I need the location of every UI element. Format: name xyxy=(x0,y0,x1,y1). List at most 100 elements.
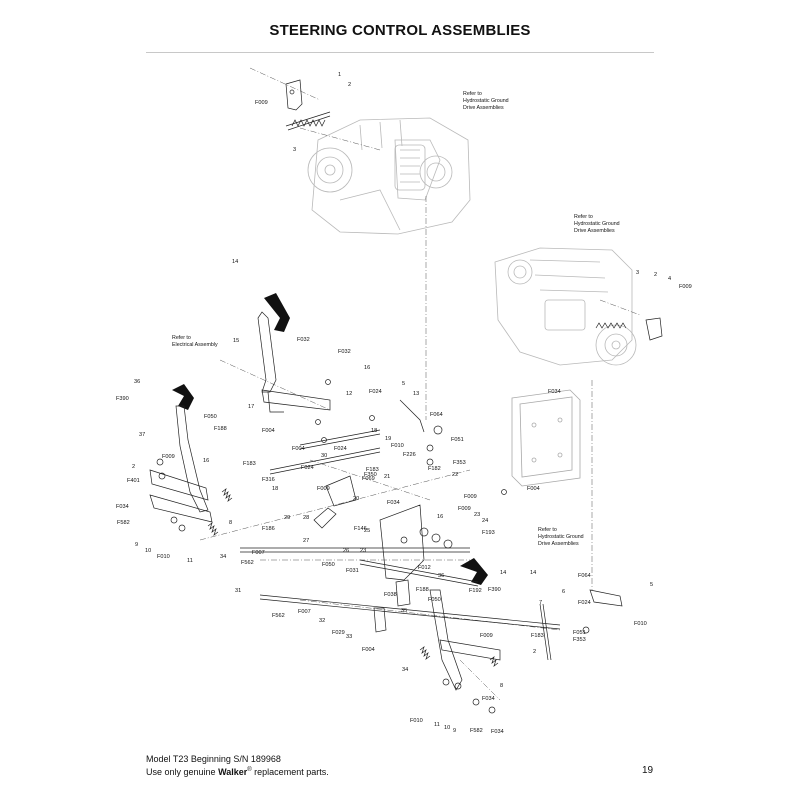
callout: F183 xyxy=(243,461,256,467)
callout: F034 xyxy=(387,500,400,506)
callout: F064 xyxy=(430,412,443,418)
part-callouts: 1 2 F009 3 3 2 4 F009 14 15 F032 F032 16… xyxy=(116,72,692,735)
callout: F582 xyxy=(117,520,130,526)
callout: 5 xyxy=(650,582,653,588)
callout: 2 xyxy=(348,82,351,88)
callout: F582 xyxy=(470,728,483,734)
callout: F050 xyxy=(428,597,441,603)
callout: 8 xyxy=(500,683,503,689)
callout: 29 xyxy=(284,515,290,521)
svg-text:Hydrostatic Ground: Hydrostatic Ground xyxy=(574,221,620,227)
hydrostatic-unit-top xyxy=(307,117,471,235)
parts-notice: Use only genuine Walker® replacement par… xyxy=(146,766,329,777)
callout: F034 xyxy=(491,729,504,735)
callout: 23 xyxy=(474,512,480,518)
callout: 9 xyxy=(453,728,456,734)
callout: F188 xyxy=(416,587,429,593)
svg-text:Drive Assemblies: Drive Assemblies xyxy=(538,541,579,547)
callout: 28 xyxy=(303,515,309,521)
callout: 34 xyxy=(402,667,408,673)
reference-lines xyxy=(199,67,641,701)
callout: F007 xyxy=(298,609,311,615)
callout: 11 xyxy=(434,722,440,728)
svg-text:Refer to: Refer to xyxy=(574,214,593,220)
callout: F004 xyxy=(362,647,375,653)
callout: 11 xyxy=(187,558,193,564)
callout: F024 xyxy=(301,465,314,471)
callout: 9 xyxy=(135,542,138,548)
reference-note-hydro-right: Refer to Hydrostatic Ground Drive Assemb… xyxy=(574,214,620,234)
svg-text:Hydrostatic Ground: Hydrostatic Ground xyxy=(538,534,584,540)
svg-text:Drive Assemblies: Drive Assemblies xyxy=(463,105,504,111)
callout: 5 xyxy=(402,381,405,387)
callout: F188 xyxy=(214,426,227,432)
reference-note-electrical: Refer to Electrical Assembly xyxy=(172,335,218,348)
callout: 31 xyxy=(235,588,241,594)
callout: F390 xyxy=(488,587,501,593)
callout: 14 xyxy=(530,570,536,576)
callout: 30 xyxy=(321,453,327,459)
callout: F390 xyxy=(116,396,129,402)
brand-name: Walker xyxy=(218,766,248,777)
callout: F401 xyxy=(127,478,140,484)
callout: F010 xyxy=(410,718,423,724)
reference-note-hydro-bottom: Refer to Hydrostatic Ground Drive Assemb… xyxy=(538,527,584,547)
callout: F009 xyxy=(679,284,692,290)
callout: F009 xyxy=(255,100,268,106)
callout: F034 xyxy=(116,504,129,510)
callout: 2 xyxy=(132,464,135,470)
callout: F032 xyxy=(297,337,310,343)
callout: F182 xyxy=(428,466,441,472)
model-line: Model T23 Beginning S/N 189968 xyxy=(146,754,281,764)
callout: 3 xyxy=(636,270,639,276)
callout: F183 xyxy=(531,633,544,639)
callout: F010 xyxy=(157,554,170,560)
callout: 20 xyxy=(353,496,359,502)
callout: 25 xyxy=(364,528,370,534)
callout: F009 xyxy=(317,486,330,492)
callout: 33 xyxy=(346,634,352,640)
callout: F192 xyxy=(469,588,482,594)
callout: F051 xyxy=(451,437,464,443)
hydrostatic-unit-right xyxy=(494,247,637,366)
callout: F069 xyxy=(362,476,375,482)
title-divider xyxy=(146,52,654,53)
callout: 37 xyxy=(139,432,145,438)
callout: F010 xyxy=(391,443,404,449)
callout: F050 xyxy=(204,414,217,420)
callout: F007 xyxy=(252,550,265,556)
callout: F024 xyxy=(369,389,382,395)
callout: F226 xyxy=(403,452,416,458)
callout: 21 xyxy=(384,474,390,480)
svg-text:Refer to: Refer to xyxy=(463,91,482,97)
callout: 19 xyxy=(385,436,391,442)
callout: 26 xyxy=(343,548,349,554)
callout: 2 xyxy=(533,649,536,655)
callout: F353 xyxy=(573,637,586,643)
svg-text:Electrical Assembly: Electrical Assembly xyxy=(172,342,218,348)
steering-linkage-parts xyxy=(149,79,663,714)
callout: 18 xyxy=(272,486,278,492)
callout: F193 xyxy=(482,530,495,536)
callout: 4 xyxy=(668,276,671,282)
callout: F316 xyxy=(262,477,275,483)
callout: 27 xyxy=(303,538,309,544)
callout: F012 xyxy=(418,565,431,571)
svg-text:Refer to: Refer to xyxy=(538,527,557,533)
callout: 1 xyxy=(338,72,341,78)
callout: F009 xyxy=(480,633,493,639)
callout: 22 xyxy=(452,472,458,478)
callout: 36 xyxy=(438,573,444,579)
callout: 35 xyxy=(401,608,407,614)
callout: F562 xyxy=(272,613,285,619)
callout: F186 xyxy=(262,526,275,532)
callout: 16 xyxy=(203,458,209,464)
callout: F004 xyxy=(292,446,305,452)
callout: 16 xyxy=(437,514,443,520)
callout: F050 xyxy=(322,562,335,568)
page-number: 19 xyxy=(642,765,654,776)
callout: F009 xyxy=(464,494,477,500)
pedal-pads xyxy=(172,293,488,585)
callout: F146 xyxy=(354,526,367,532)
